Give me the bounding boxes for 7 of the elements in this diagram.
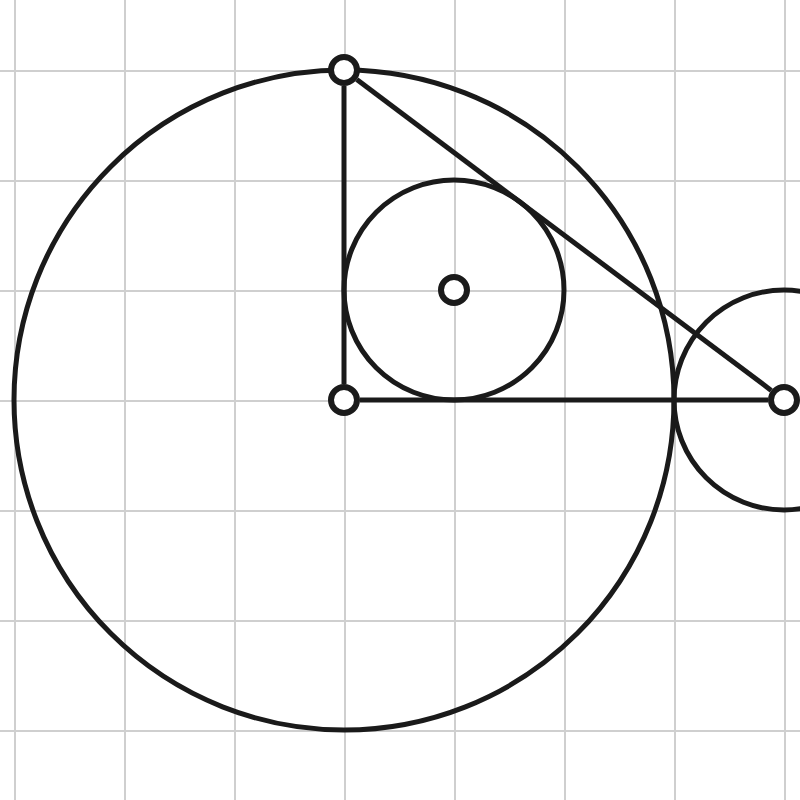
point-marker	[328, 384, 360, 416]
point-marker	[328, 54, 360, 86]
point-marker	[768, 384, 800, 416]
line-segment	[360, 397, 768, 403]
line-segment	[355, 77, 773, 393]
point-marker	[438, 274, 470, 306]
line-segment	[341, 86, 347, 384]
